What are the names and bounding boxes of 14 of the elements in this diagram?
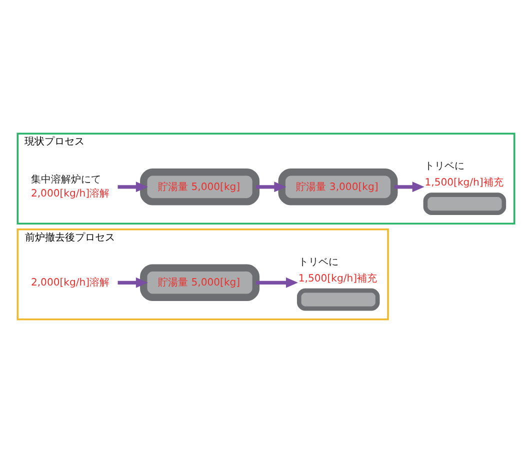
- node-box: 貯湯量 5,000[kg]: [140, 264, 260, 301]
- arrow: [256, 277, 298, 288]
- arrow: [394, 182, 424, 192]
- node-label: 1,500[kg/h]補充: [298, 273, 378, 284]
- node-label: 1,500[kg/h]補充: [424, 178, 504, 189]
- arrow: [118, 277, 148, 288]
- node-label: トリベに: [424, 161, 465, 172]
- arrow: [256, 182, 286, 192]
- arrow: [118, 182, 148, 192]
- node-text: 2,000[kg/h]溶解: [30, 278, 110, 289]
- node-text: 集中溶解炉にて 2,000[kg/h]溶解: [30, 174, 110, 200]
- node-box: 貯湯量 5,000[kg]: [140, 168, 260, 206]
- node-label: トリベに: [298, 256, 338, 268]
- node-box: 貯湯量 3,000[kg]: [278, 168, 398, 206]
